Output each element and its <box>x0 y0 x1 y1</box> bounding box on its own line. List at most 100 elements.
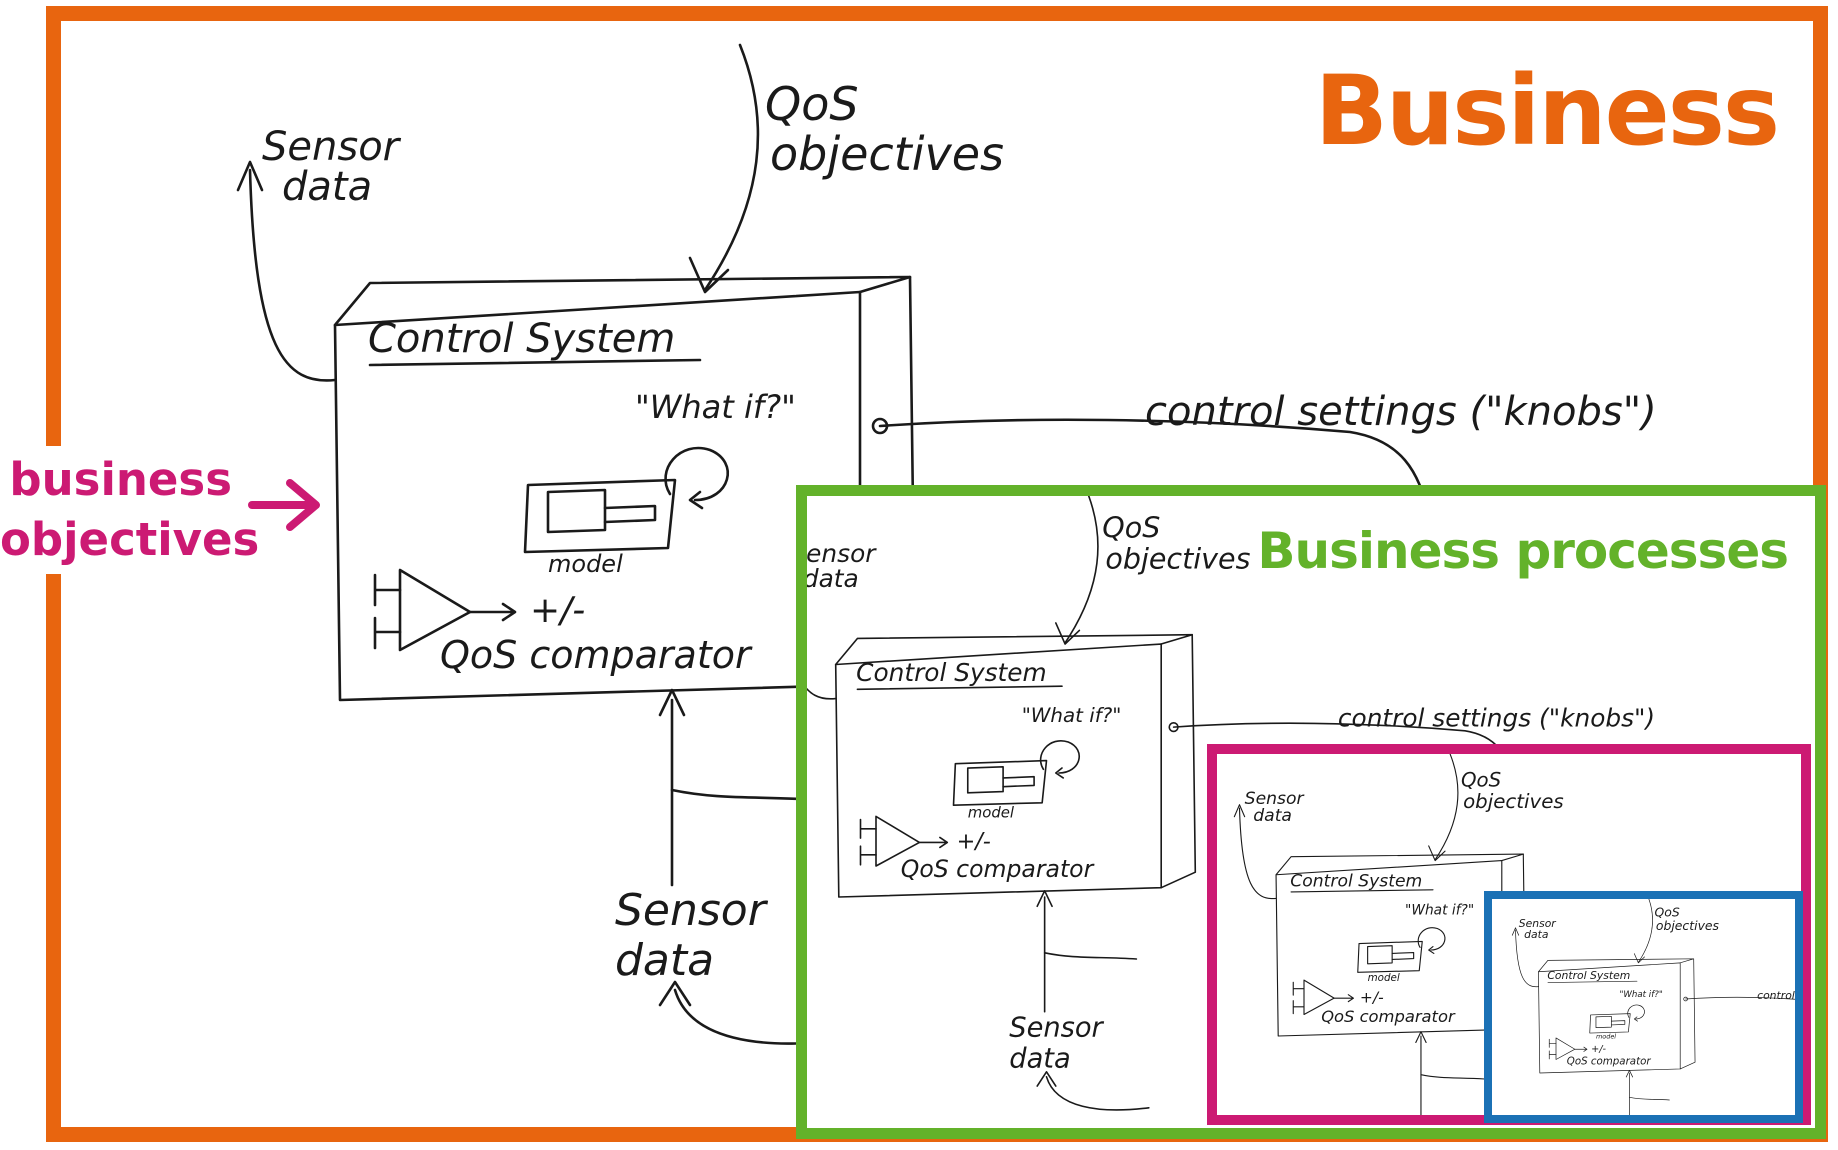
qos-objectives-line1: QoS <box>765 77 859 131</box>
qos-comparator-label: QoS comparator <box>440 633 753 677</box>
box-front <box>333 294 796 702</box>
qos-comparator-label: QoS comparator <box>1567 1055 1652 1067</box>
sensor-data-top-line2: data <box>1524 928 1548 941</box>
what-if-label: "What if?" <box>1619 990 1662 1000</box>
plus-minus-label: +/- <box>957 829 991 855</box>
sensor-data-bottom-line1: Sensor <box>615 885 769 936</box>
sensor-data-top-line1: Sensor <box>262 124 402 170</box>
what-if-label: "What if?" <box>1405 903 1474 919</box>
sensor-out-arrowhead <box>236 160 264 192</box>
what-if-arrowhead <box>688 490 704 510</box>
feedback-branch <box>1629 1096 1670 1101</box>
sensor-out-line <box>1238 807 1277 900</box>
model-label: model <box>548 550 623 578</box>
comparator-triangle <box>875 815 921 867</box>
sensor-in-line <box>1045 1075 1150 1111</box>
what-if-arrowhead <box>1633 1016 1638 1022</box>
what-if-loop <box>1417 927 1446 951</box>
what-if-label: "What if?" <box>1022 704 1122 727</box>
sensor-out-line <box>807 687 837 700</box>
comparator-output-arrow <box>918 836 949 849</box>
model-box <box>952 759 1048 807</box>
model-label: model <box>1596 1032 1616 1040</box>
sensor-in-arrowhead <box>1036 1071 1057 1087</box>
qos-arrow <box>703 43 760 292</box>
control-system-underline <box>1290 889 1434 893</box>
qos-objectives-line1: QoS <box>1102 511 1160 544</box>
qos-arrow <box>1064 496 1099 644</box>
qos-arrowhead <box>1054 622 1081 645</box>
qos-arrow <box>1434 754 1459 861</box>
business-objectives-line1: business <box>9 453 232 506</box>
comparator-output-arrow <box>468 602 517 622</box>
box-top <box>796 275 912 294</box>
control-settings-label: control settings ("knobs") <box>1145 389 1657 435</box>
business-objectives-arrow-icon <box>248 479 320 531</box>
qos-objectives-line2: objectives <box>770 127 1004 181</box>
sensor-out-arrowhead <box>1511 927 1520 936</box>
box-top <box>834 633 1194 666</box>
model-inner-bar <box>603 504 657 524</box>
control-system-title: Control System <box>856 658 1047 687</box>
sensor-data-bottom-line2: data <box>1614 1136 1641 1150</box>
what-if-loop <box>1627 1004 1645 1020</box>
qos-arrow <box>1637 899 1653 963</box>
comparator-output-arrow <box>1333 994 1355 1003</box>
sensor-data-top-line1: Sensor <box>1519 917 1557 930</box>
feedback-up-arrowhead <box>658 688 686 717</box>
control-system-title: Control System <box>1547 969 1630 982</box>
sensor-data-top-line2: data <box>803 564 859 593</box>
qos-objectives-line2: objectives <box>770 127 1004 181</box>
business-processes-title: Business processes <box>1257 522 1789 580</box>
qos-objectives-line1: QoS <box>765 77 859 131</box>
box-side <box>908 275 915 485</box>
model-label: model <box>1368 972 1400 984</box>
control-system-underline <box>856 685 1063 691</box>
control-system-title: Control System <box>368 316 675 362</box>
plus-minus-label: +/- <box>1360 988 1384 1006</box>
feedback-up-arrowhead <box>1625 1069 1634 1078</box>
qos-comparator-label: QoS comparator <box>901 855 1095 883</box>
sensor-data-bottom-line1: Sensor <box>1614 1123 1656 1137</box>
control-port <box>871 417 889 435</box>
comparator-inputs <box>1548 1038 1557 1060</box>
feedback-branch <box>1420 1074 1486 1080</box>
comparator-inputs <box>859 818 877 866</box>
sensor-data-top-line2: data <box>282 164 372 210</box>
qos-objectives-line1: QoS <box>1461 769 1501 792</box>
sensor-data-bottom-line1: Sensor <box>1009 1013 1104 1044</box>
sensor-data-top-line2: data <box>1253 806 1292 826</box>
nested-blue-frame <box>1484 891 1803 1123</box>
box-top <box>333 276 796 327</box>
control-settings-label: control settings ("knobs") <box>1757 989 1838 1002</box>
what-if-loop <box>1039 739 1080 774</box>
box-side <box>1160 633 1197 889</box>
control-system-underline <box>1547 980 1638 983</box>
business-title: Business <box>1314 55 1780 167</box>
qos-objectives-line2: objectives <box>1105 542 1250 575</box>
model-inner <box>546 488 607 534</box>
box-top <box>1275 853 1524 876</box>
what-if-loop <box>664 446 729 502</box>
business-objectives-label: business objectives <box>0 446 259 574</box>
model-box <box>1357 940 1423 973</box>
model-inner <box>1367 945 1393 965</box>
control-settings-line <box>1685 996 1795 1000</box>
qos-objectives-line2: objectives <box>1463 790 1564 813</box>
plus-minus-label: +/- <box>1591 1044 1606 1055</box>
control-port <box>1683 996 1688 1002</box>
comparator-triangle <box>1303 979 1335 1016</box>
feedback-up-arrowhead <box>1036 889 1053 908</box>
model-box <box>523 478 677 554</box>
model-box <box>1589 1013 1631 1034</box>
feedback-branch <box>1043 951 1138 960</box>
sensor-data-bottom-line2: data <box>615 935 714 986</box>
plus-minus-label: +/- <box>530 590 585 631</box>
sensor-data-top-line1: Sensor <box>1245 789 1305 809</box>
qos-objectives-line1: QoS <box>1655 904 1680 919</box>
model-inner-bar <box>1610 1020 1626 1026</box>
